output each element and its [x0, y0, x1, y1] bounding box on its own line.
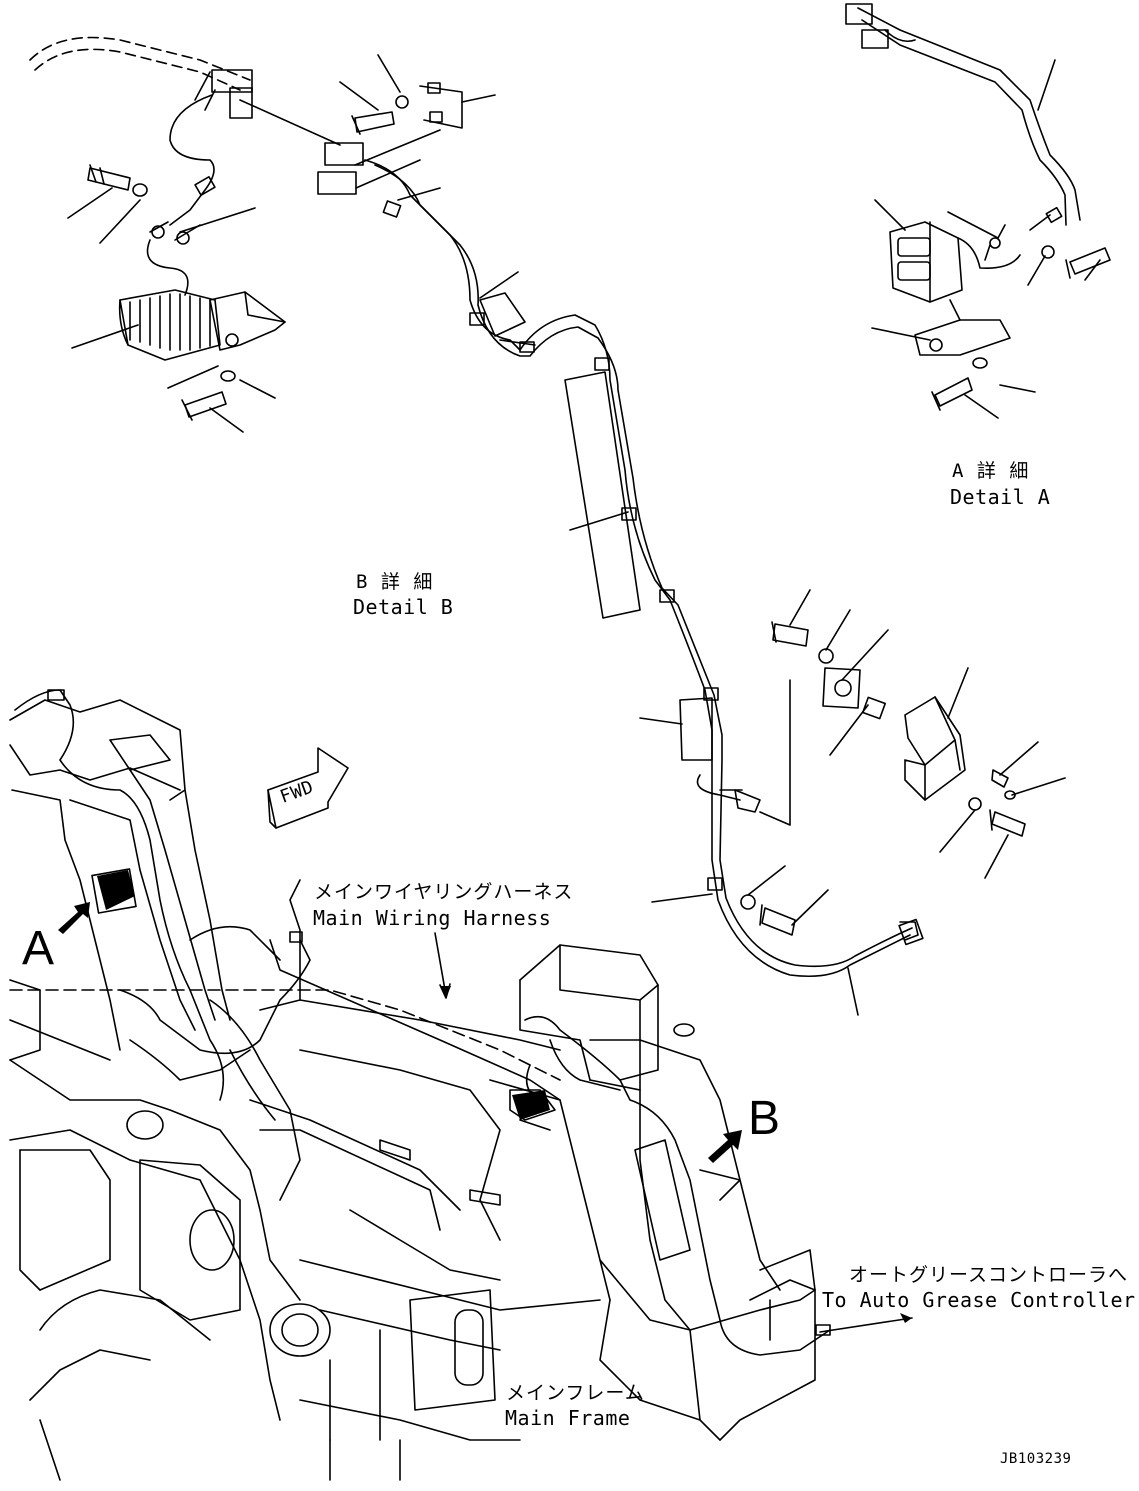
detail-a-label-en: Detail A [950, 485, 1051, 509]
detail-b-label-jp: B 詳 細 [356, 571, 434, 593]
arrow-a-icon [58, 902, 90, 934]
detail-b-assembly [29, 36, 924, 1016]
main-frame-label-jp: メインフレーム [506, 1382, 645, 1404]
pointer-lines [434, 932, 913, 1333]
main-frame-drawing [9, 689, 831, 1481]
main-harness-label-jp: メインワイヤリングハーネス [314, 881, 574, 903]
marker-b: B [748, 1092, 781, 1145]
detail-a-assembly [845, 3, 1111, 419]
arrow-grease-icon [900, 1313, 912, 1323]
lamp-a-icon [97, 870, 135, 910]
fwd-arrow [267, 747, 349, 829]
arrow-harness-icon [441, 986, 451, 998]
main-harness-label-en: Main Wiring Harness [313, 906, 552, 930]
buzzer-assembly [771, 589, 1066, 879]
drawing-code: JB103239 [1000, 1451, 1072, 1467]
auto-grease-label-jp: オートグリースコントローラへ [849, 1264, 1129, 1286]
marker-a: A [22, 922, 55, 975]
arrow-b-icon [708, 1130, 742, 1163]
lamp-b-icon [512, 1090, 550, 1120]
auto-grease-label-en: To Auto Grease Controller [822, 1288, 1136, 1312]
detail-b-label-en: Detail B [353, 595, 454, 619]
main-frame-label-en: Main Frame [505, 1406, 631, 1430]
detail-a-label-jp: A 詳 細 [952, 460, 1030, 482]
